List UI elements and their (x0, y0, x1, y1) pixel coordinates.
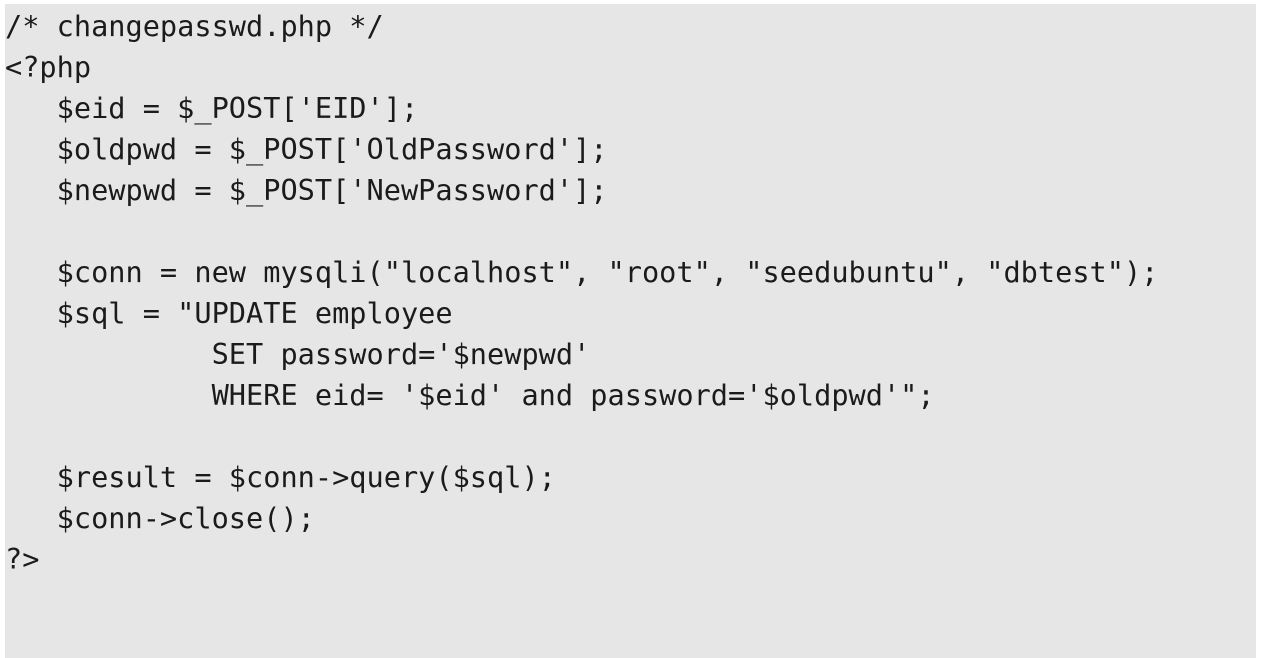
code-block-panel: /* changepasswd.php */ <?php $eid = $_POS… (5, 4, 1256, 658)
code-line-blank (5, 211, 1158, 252)
code-line: SET password='$newpwd' (5, 337, 591, 371)
code-line: $conn->close(); (5, 501, 315, 535)
code-listing: /* changepasswd.php */ <?php $eid = $_POS… (5, 6, 1158, 580)
code-line: WHERE eid= '$eid' and password='$oldpwd'… (5, 378, 935, 412)
code-line: $result = $conn->query($sql); (5, 460, 556, 494)
code-line: $sql = "UPDATE employee (5, 296, 453, 330)
code-line: /* changepasswd.php */ (5, 9, 384, 43)
code-line: $eid = $_POST['EID']; (5, 91, 419, 125)
code-line: ?> (5, 542, 40, 576)
code-line-blank (5, 416, 1158, 457)
code-line: $conn = new mysqli("localhost", "root", … (5, 255, 1159, 289)
code-line: $oldpwd = $_POST['OldPassword']; (5, 132, 608, 166)
code-line: $newpwd = $_POST['NewPassword']; (5, 173, 608, 207)
code-line: <?php (5, 50, 92, 84)
code-lines-container: /* changepasswd.php */ <?php $eid = $_POS… (5, 6, 1158, 580)
